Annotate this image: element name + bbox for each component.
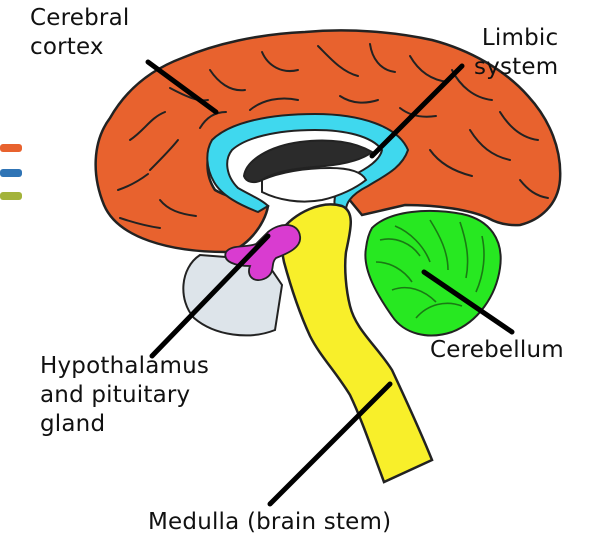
side-bars-icon (0, 144, 22, 200)
label-line: Hypothalamus (40, 352, 209, 381)
label-line: Cerebral (30, 4, 129, 33)
label-limbic-system: Limbic system (474, 24, 558, 82)
side-bar-olive (0, 192, 22, 200)
cerebellum-region (365, 211, 500, 336)
label-line: and pituitary (40, 381, 209, 410)
label-line: system (474, 53, 558, 82)
label-line: cortex (30, 33, 129, 62)
label-medulla: Medulla (brain stem) (148, 508, 391, 537)
label-cerebral-cortex: Cerebral cortex (30, 4, 129, 62)
label-line: Limbic (474, 24, 558, 53)
side-bar-orange (0, 144, 22, 152)
label-line: gland (40, 410, 209, 439)
label-cerebellum: Cerebellum (430, 336, 564, 365)
side-bar-blue (0, 169, 22, 177)
label-hypothalamus: Hypothalamus and pituitary gland (40, 352, 209, 439)
